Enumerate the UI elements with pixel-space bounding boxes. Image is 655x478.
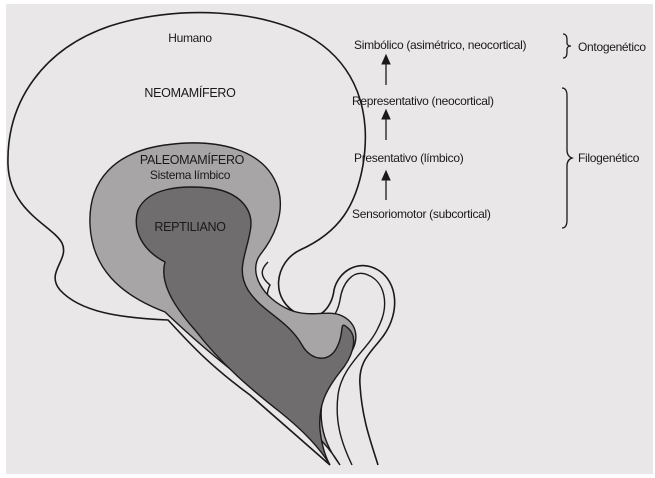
label-humano: Humano bbox=[168, 31, 212, 45]
level-presentativo: Presentativo (límbico) bbox=[354, 151, 463, 165]
level-sensoriomotor: Sensoriomotor (subcortical) bbox=[352, 207, 491, 221]
group-ontogenetico: Ontogenético bbox=[578, 40, 646, 54]
label-reptiliano: REPTILIANO bbox=[154, 220, 225, 234]
label-sistema-limbico: Sistema límbico bbox=[150, 168, 230, 182]
hierarchy-arrows bbox=[382, 55, 390, 200]
label-paleomamifero: PALEOMAMÍFERO bbox=[140, 153, 244, 167]
phylogenetic-bracket bbox=[562, 88, 572, 228]
group-filogenetico: Filogenético bbox=[578, 151, 639, 165]
arrowhead-3 bbox=[382, 171, 390, 180]
arrowhead-1 bbox=[382, 55, 390, 64]
ontogenetic-bracket bbox=[563, 34, 571, 58]
level-simbolico: Simbólico (asimétrico, neocortical) bbox=[354, 38, 526, 52]
label-neomamifero: NEOMAMÍFERO bbox=[144, 86, 235, 100]
arrowhead-2 bbox=[382, 110, 390, 119]
level-representativo: Representativo (neocortical) bbox=[352, 94, 494, 108]
